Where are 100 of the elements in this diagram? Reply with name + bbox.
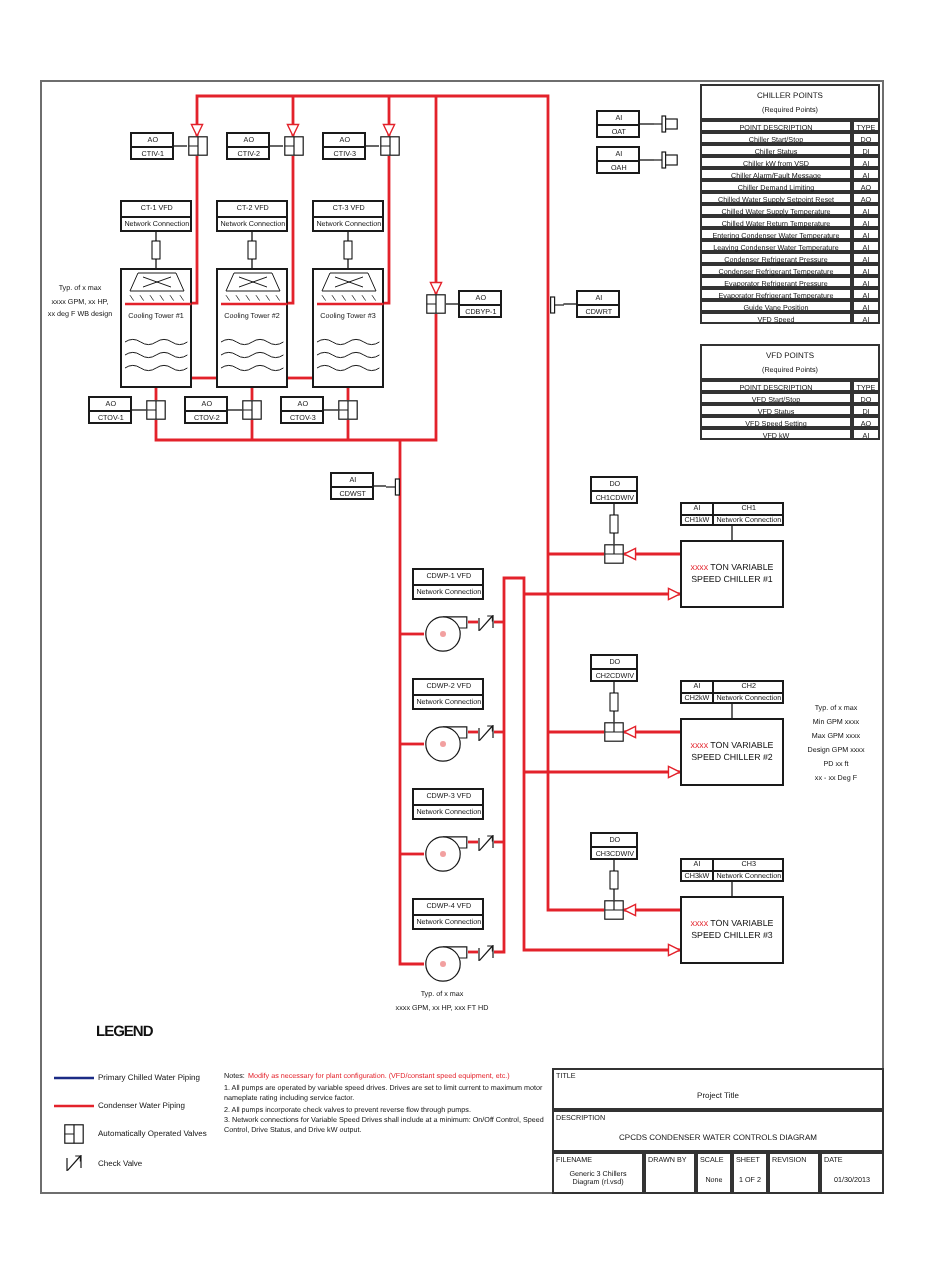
pipe: [192, 376, 216, 380]
signal-line: [155, 231, 157, 269]
point-tag: [576, 290, 620, 318]
pipe: [190, 94, 293, 137]
vfd-tag: [412, 898, 484, 930]
pipe: [494, 620, 504, 624]
signal-line: [731, 881, 733, 897]
pipe: [502, 732, 506, 842]
signal-line: [323, 409, 339, 411]
vfd-tag: [120, 200, 192, 232]
pipe: [286, 96, 300, 137]
pipe: [468, 730, 478, 734]
pipe: [400, 314, 438, 442]
pipe: [468, 620, 478, 624]
signal-line: [731, 703, 733, 719]
pipe: [623, 725, 680, 739]
pipe: [398, 440, 402, 634]
pipe: [192, 156, 199, 305]
pipe: [154, 420, 252, 442]
cooling-tower: [312, 268, 384, 388]
pipe: [623, 903, 680, 917]
pipe: [468, 950, 478, 954]
pipe: [494, 842, 506, 954]
pipe: [522, 594, 526, 772]
network-tag: [680, 858, 784, 882]
sensor-icon: [654, 150, 678, 170]
sensor-icon: [549, 295, 564, 313]
signal-line: [227, 409, 243, 411]
valve-icon: [426, 294, 446, 314]
pipe: [252, 438, 348, 442]
point-tag: [596, 146, 640, 174]
valve-icon: [146, 400, 166, 420]
pipe: [348, 438, 400, 442]
pipe: [546, 554, 550, 732]
chiller-box: [680, 718, 784, 786]
signal-line: [731, 525, 733, 541]
pipe: [288, 376, 312, 380]
signal-line: [613, 859, 615, 901]
cooling-tower: [120, 268, 192, 388]
vfd-tag: [412, 568, 484, 600]
pipe: [384, 156, 391, 305]
chiller-box: [680, 896, 784, 964]
pipe: [288, 156, 295, 305]
point-tag: [88, 396, 132, 424]
sensor-icon: [654, 114, 678, 134]
valve-icon: [604, 900, 624, 920]
point-tag: [130, 132, 174, 160]
valve-icon: [338, 400, 358, 420]
signal-line: [562, 303, 577, 305]
check-valve-icon: [478, 613, 494, 631]
valve-icon: [187, 136, 207, 156]
vfd-tag: [412, 788, 484, 820]
pipe: [548, 730, 604, 734]
point-tag: [322, 132, 366, 160]
signal-line: [365, 145, 380, 147]
point-tag: [280, 396, 324, 424]
signal-line: [173, 145, 188, 147]
point-tag: [330, 472, 374, 500]
point-tag: [184, 396, 228, 424]
pipe: [398, 634, 402, 744]
point-tag: [590, 476, 638, 504]
vfd-tag: [312, 200, 384, 232]
chiller-box: [680, 540, 784, 608]
pipe: [389, 94, 436, 98]
vfd-tag: [412, 678, 484, 710]
pipe: [398, 744, 402, 854]
signal-line: [373, 485, 387, 487]
point-tag: [226, 132, 270, 160]
check-valve-icon: [478, 723, 494, 741]
pipe: [468, 840, 478, 844]
pipe: [293, 94, 389, 98]
pipe: [502, 622, 506, 732]
signal-line: [251, 231, 253, 269]
pipe: [623, 547, 680, 561]
signal-line: [613, 681, 615, 723]
pipe: [436, 94, 550, 554]
cooling-tower: [216, 268, 288, 388]
pipe: [548, 552, 604, 556]
pipe: [400, 742, 424, 746]
valve-icon: [283, 136, 303, 156]
signal-line: [445, 303, 459, 305]
point-tag: [458, 290, 502, 318]
signal-line: [613, 503, 615, 545]
point-tag: [596, 110, 640, 138]
pipe: [429, 96, 443, 295]
pipe: [524, 587, 681, 601]
sensor-icon: [386, 477, 400, 495]
valve-icon: [604, 544, 624, 564]
valve-icon: [604, 722, 624, 742]
valve-icon: [379, 136, 399, 156]
pipe: [382, 96, 396, 137]
vfd-tag: [216, 200, 288, 232]
point-tag: [590, 654, 638, 682]
signal-line: [269, 145, 284, 147]
pipe: [546, 732, 604, 912]
pipe: [494, 840, 504, 844]
pipe: [524, 765, 681, 779]
pipe: [398, 854, 424, 966]
pipe: [494, 730, 504, 734]
signal-line: [131, 409, 147, 411]
